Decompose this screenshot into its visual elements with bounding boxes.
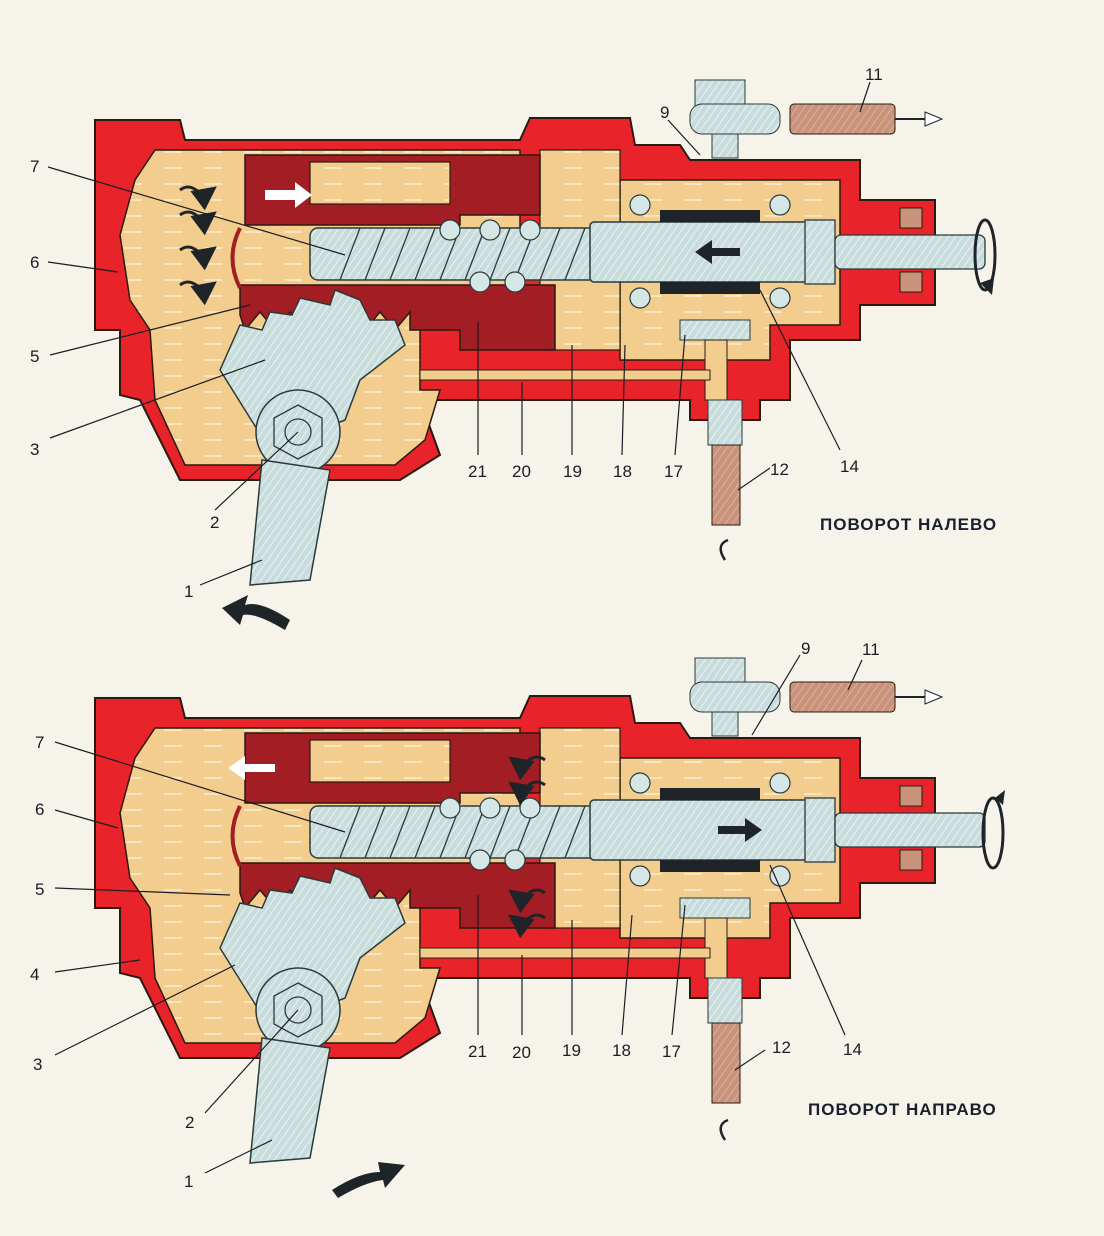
label-5: 5 <box>35 880 44 899</box>
rotation-circular-arrow-icon <box>973 218 997 295</box>
label-7: 7 <box>30 157 39 176</box>
label-21: 21 <box>468 1042 487 1061</box>
label-7: 7 <box>35 733 44 752</box>
piston-direction-arrow-icon <box>228 756 275 780</box>
flow-wavy-arrow-icon <box>179 185 217 306</box>
lever-motion-arrow-icon <box>332 1162 405 1198</box>
label-9: 9 <box>801 639 810 658</box>
flow-wavy-arrow-icon <box>508 755 546 939</box>
shaft-direction-arrow-icon <box>718 818 762 842</box>
label-14: 14 <box>840 457 859 476</box>
label-12: 12 <box>770 460 789 479</box>
label-1: 1 <box>184 582 193 601</box>
label-11: 11 <box>865 65 883 84</box>
rotation-circular-arrow-icon <box>981 790 1005 870</box>
label-20: 20 <box>512 462 531 481</box>
label-17: 17 <box>664 462 683 481</box>
caption-left-turn: ПОВОРОТ НАЛЕВО <box>820 515 997 534</box>
label-3: 3 <box>33 1055 42 1074</box>
label-4: 4 <box>30 965 39 984</box>
hose-flow-arrow-icon <box>719 689 944 1141</box>
label-14: 14 <box>843 1040 862 1059</box>
label-3: 3 <box>30 440 39 459</box>
diagram-right-turn: 7 6 5 4 3 2 1 21 20 19 18 17 12 14 9 11 … <box>30 639 1005 1198</box>
label-5: 5 <box>30 347 39 366</box>
label-6: 6 <box>35 800 44 819</box>
diagram-left-turn: 7 6 5 3 2 1 21 20 19 18 17 12 14 9 11 ПО… <box>30 65 997 630</box>
label-17: 17 <box>662 1042 681 1061</box>
label-12: 12 <box>772 1038 791 1057</box>
label-9: 9 <box>660 103 669 122</box>
label-1: 1 <box>184 1172 193 1191</box>
label-2: 2 <box>210 513 219 532</box>
caption-right-turn: ПОВОРОТ НАПРАВО <box>808 1100 997 1119</box>
shaft-direction-arrow-icon <box>695 240 740 264</box>
label-18: 18 <box>612 1041 631 1060</box>
label-2: 2 <box>185 1113 194 1132</box>
hose-flow-arrow-icon <box>719 111 944 561</box>
lever-motion-arrow-icon <box>222 595 290 630</box>
label-6: 6 <box>30 253 39 272</box>
label-11: 11 <box>862 640 880 659</box>
label-19: 19 <box>562 1041 581 1060</box>
label-21: 21 <box>468 462 487 481</box>
label-19: 19 <box>563 462 582 481</box>
label-18: 18 <box>613 462 632 481</box>
label-20: 20 <box>512 1043 531 1062</box>
piston-direction-arrow-icon <box>265 182 312 208</box>
